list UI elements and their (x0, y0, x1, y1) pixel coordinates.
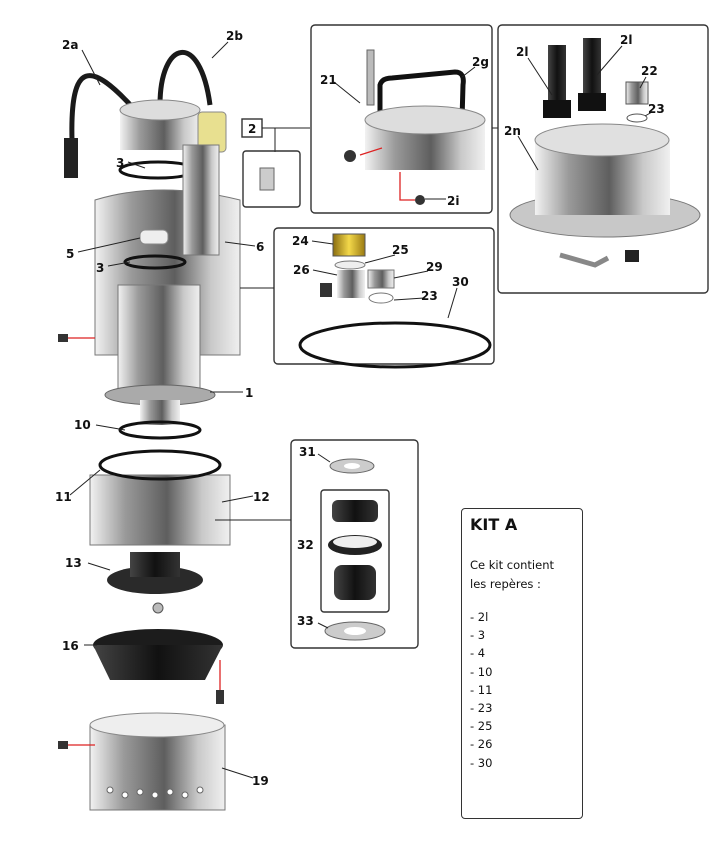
kit-item: - 11 (470, 682, 493, 697)
inset-plug (298, 233, 492, 369)
seal-32-box (320, 489, 390, 613)
label-2i: 2i (447, 194, 459, 208)
kit-item: - 23 (470, 701, 493, 716)
kit-item: - 2l (470, 610, 489, 624)
label-2g: 2g (472, 55, 489, 69)
label-25: 25 (392, 243, 409, 257)
leader-lines (69, 41, 653, 779)
label-3: 3 (116, 156, 124, 170)
o-ring-10 (118, 420, 202, 440)
label-3b: 3 (96, 261, 104, 275)
label-24: 24 (292, 234, 309, 248)
label-10: 10 (74, 418, 91, 432)
strainer-19 (89, 712, 226, 811)
label-30: 30 (452, 275, 469, 289)
inset-plug-box (273, 227, 495, 365)
kit-item: - 3 (470, 628, 486, 643)
motor-cover (119, 99, 227, 153)
label-26: 26 (293, 263, 310, 277)
label-2a: 2a (62, 38, 78, 52)
label-33: 33 (297, 614, 314, 628)
inset-cable-gland (509, 38, 701, 268)
kit-item: - 25 (470, 719, 493, 734)
kit-desc-line1: Ce kit contient (470, 558, 555, 572)
cable-2b (157, 50, 213, 106)
label-16: 16 (62, 639, 79, 653)
label-32: 32 (297, 538, 314, 552)
kit-item: - 4 (470, 646, 486, 661)
kit-title: KIT A (470, 515, 518, 534)
label-23-top: 23 (648, 102, 665, 116)
inset-cover-box (310, 24, 493, 214)
label-22: 22 (641, 64, 658, 78)
kit-item: - 30 (470, 755, 493, 770)
o-ring-3b (123, 254, 187, 270)
label-2: 2 (248, 122, 256, 136)
inset-cover (344, 49, 486, 205)
kit-desc-line2: les repères : (470, 577, 541, 591)
label-19: 19 (252, 774, 269, 788)
label-2b: 2b (226, 29, 243, 43)
label-6: 6 (256, 240, 264, 254)
label-21: 21 (320, 73, 337, 87)
capacitor-5 (139, 229, 169, 245)
label-2l-left: 2l (516, 45, 528, 59)
label-31: 31 (299, 445, 316, 459)
label-1: 1 (245, 386, 253, 400)
screws (58, 334, 224, 749)
kit-a-panel: KIT A Ce kit contient les repères : - 2l… (461, 508, 583, 819)
inset-seal (324, 458, 386, 641)
label-5: 5 (66, 247, 74, 261)
kit-item: - 10 (470, 664, 493, 679)
bracket-box (242, 150, 301, 208)
label-13: 13 (65, 556, 82, 570)
suction-cover-16 (93, 629, 223, 680)
label-29: 29 (426, 260, 443, 274)
label-12: 12 (253, 490, 270, 504)
label-11: 11 (55, 490, 72, 504)
label-2l-right: 2l (620, 33, 632, 47)
pump-body-12 (89, 449, 231, 546)
impeller-13 (107, 552, 203, 594)
motor-1 (104, 284, 216, 425)
cable-2a (64, 73, 137, 178)
nut (152, 602, 164, 614)
kit-description: Ce kit contient les repères : (470, 556, 574, 594)
label-2n: 2n (504, 124, 521, 138)
inset-seal-box (290, 439, 419, 649)
label-23-mid: 23 (421, 289, 438, 303)
kit-item: - 26 (470, 737, 493, 752)
inset-cable-gland-box (497, 24, 709, 294)
